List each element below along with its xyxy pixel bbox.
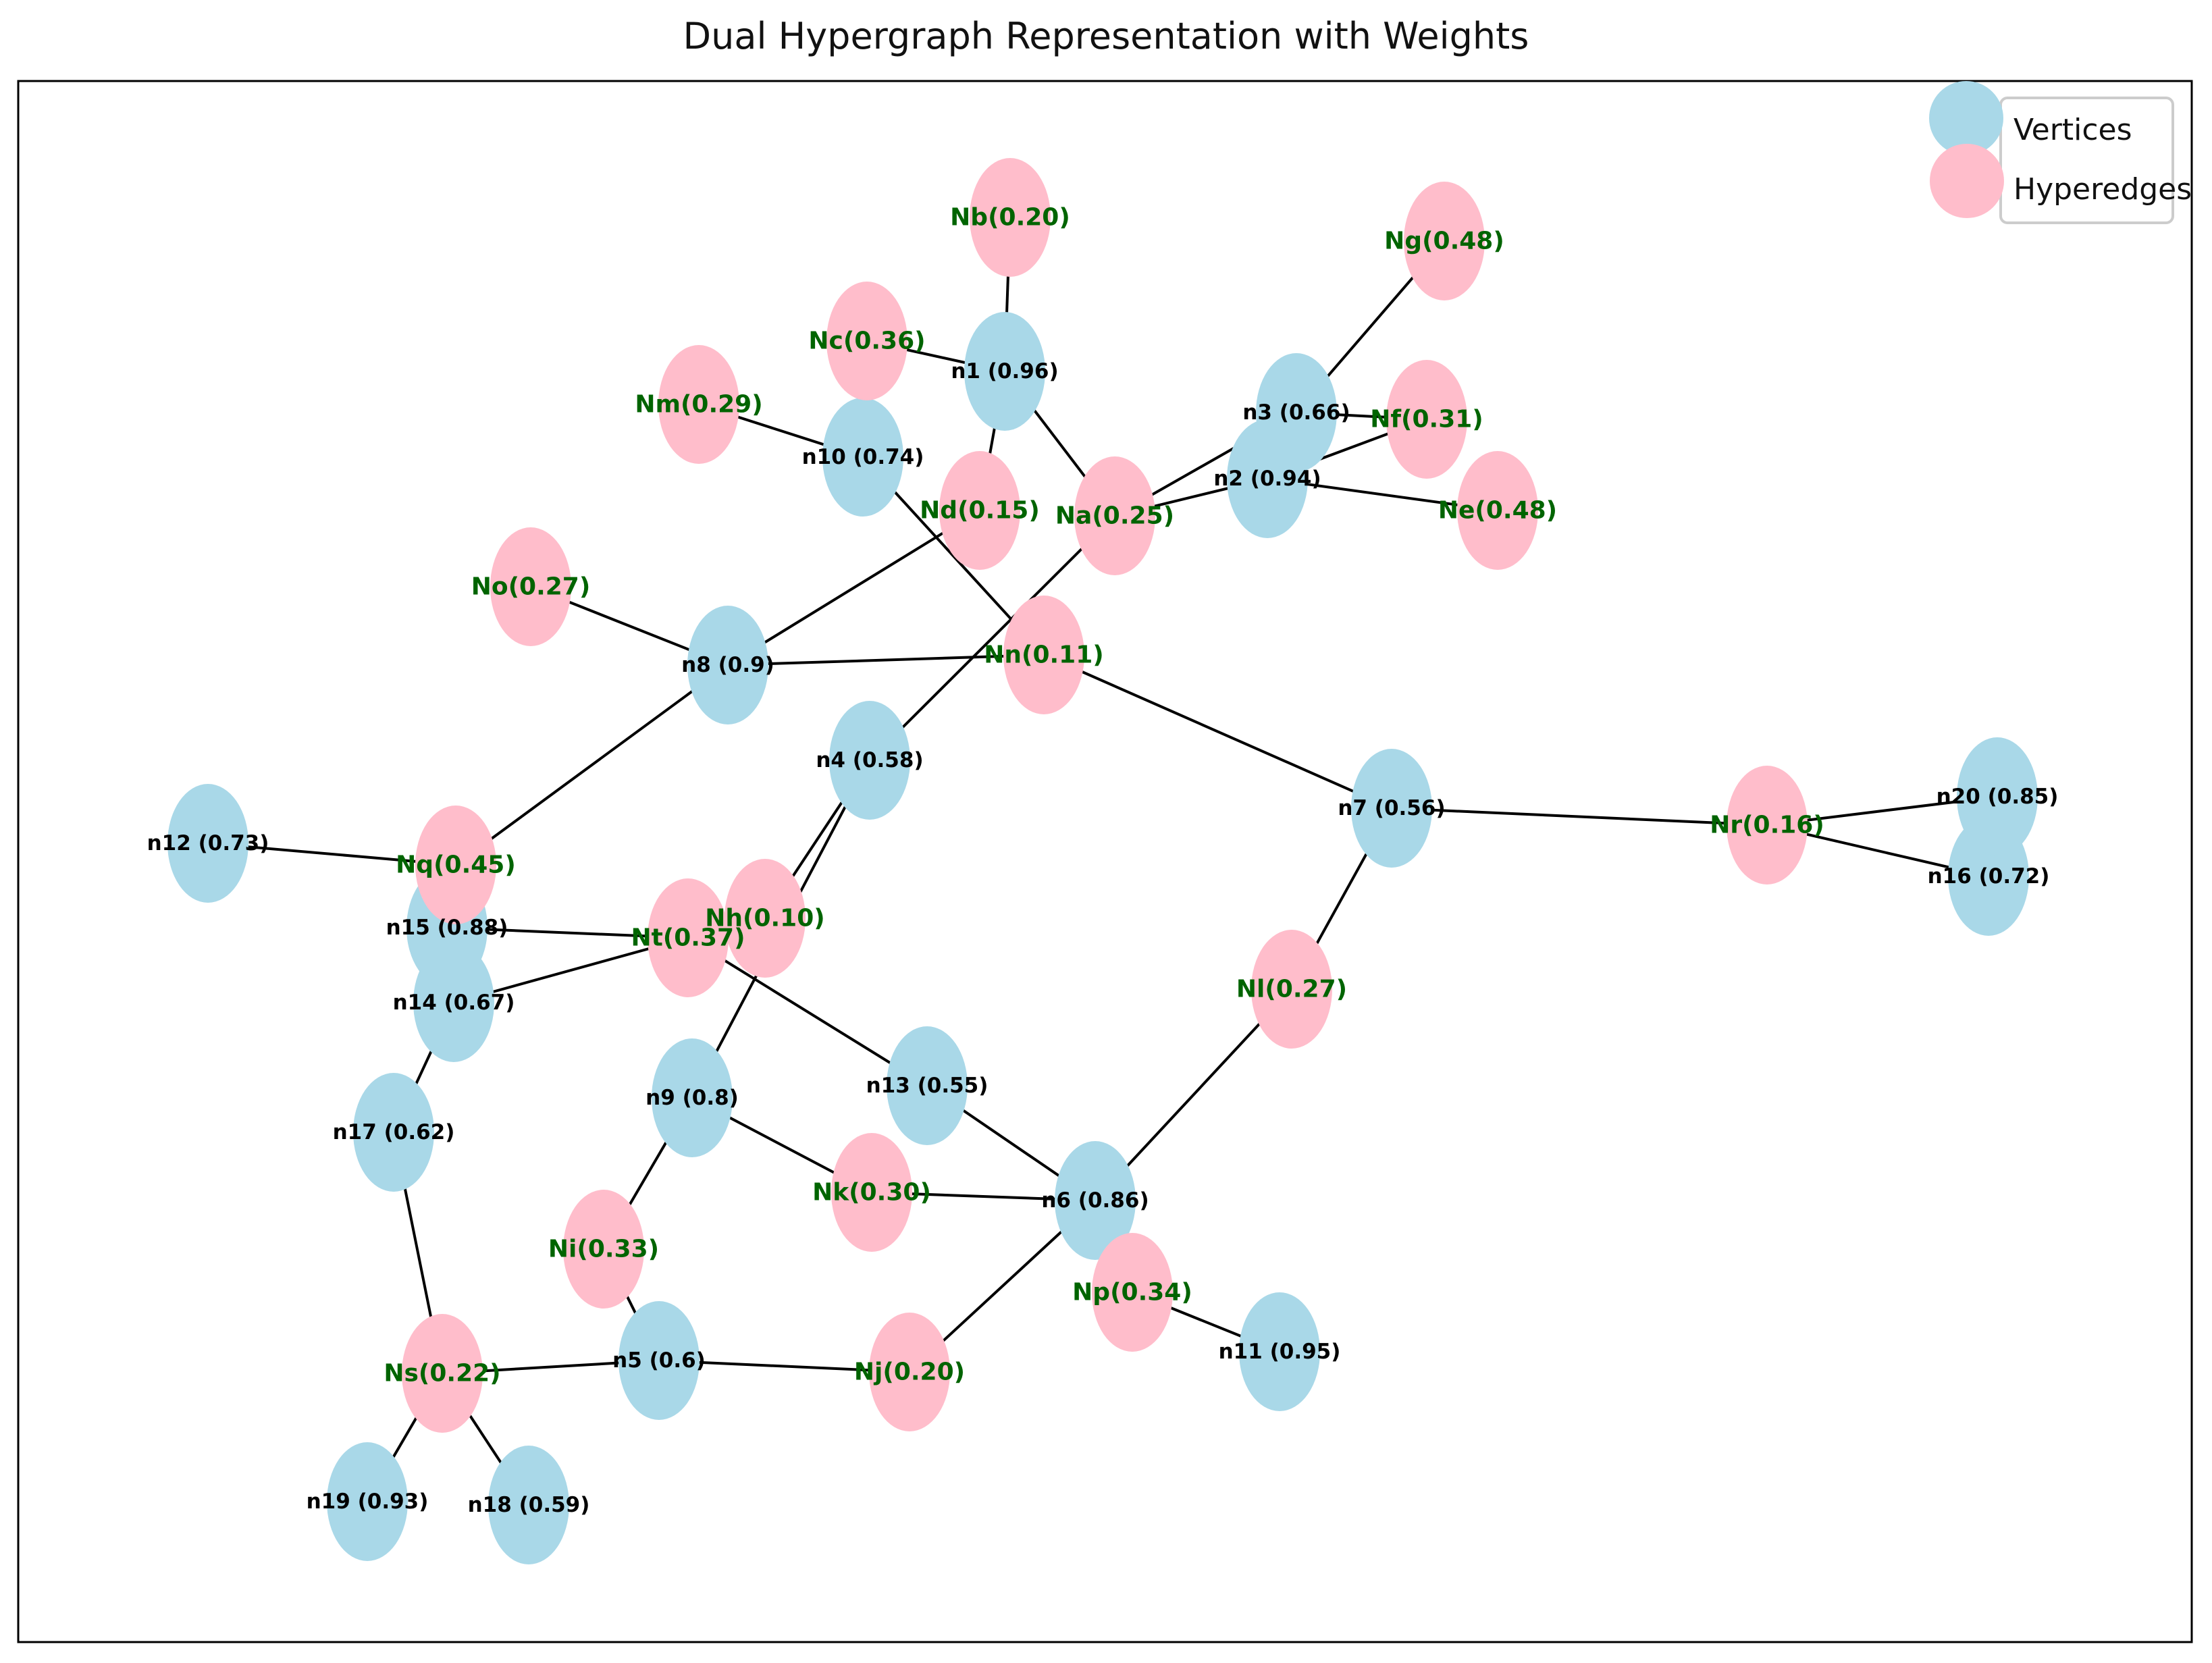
vertex-label-n19: n19 (0.93) xyxy=(307,1489,429,1514)
vertex-node-layer xyxy=(167,312,2038,1564)
hyperedge-label-Ne: Ne(0.48) xyxy=(1438,497,1557,525)
vertex-node-n11 xyxy=(1239,1292,1320,1411)
edge-line-n6-Nl xyxy=(1094,988,1293,1202)
hyperedge-label-Nn: Nn(0.11) xyxy=(984,641,1104,669)
hyperedge-label-Nk: Nk(0.30) xyxy=(812,1179,931,1207)
vertex-label-n14: n14 (0.67) xyxy=(393,991,515,1015)
vertex-label-n13: n13 (0.55) xyxy=(866,1074,989,1098)
vertex-node-n1 xyxy=(964,312,1045,431)
hyperedge-node-Nd xyxy=(939,451,1020,570)
hyperedge-label-Nh: Nh(0.10) xyxy=(705,905,825,932)
vertex-node-n12 xyxy=(167,784,248,903)
edge-line-n8-Nn xyxy=(727,654,1045,666)
legend-box xyxy=(1999,97,2174,224)
hyperedge-label-Nm: Nm(0.29) xyxy=(635,391,762,419)
hyperedge-node-Ni xyxy=(563,1190,644,1309)
vertex-label-n4: n4 (0.58) xyxy=(816,748,923,772)
vertex-node-n20 xyxy=(1957,737,2038,856)
hyperedge-node-Nq xyxy=(415,806,496,924)
hyperedge-label-Np: Np(0.34) xyxy=(1072,1279,1192,1306)
vertex-label-n12: n12 (0.73) xyxy=(147,831,269,855)
plot-title: Dual Hypergraph Representation with Weig… xyxy=(683,15,1529,57)
legend-hyperedges-marker xyxy=(1930,144,2004,218)
hyperedge-label-Ng: Ng(0.48) xyxy=(1384,228,1504,255)
vertex-label-n15: n15 (0.88) xyxy=(386,916,508,940)
vertex-label-layer: n1 (0.96) n2 (0.94) n3 (0.66) n4 (0.58) n5 (… xyxy=(147,359,2059,1517)
edge-line-n5-Nj xyxy=(658,1359,910,1373)
hyperedge-node-Na xyxy=(1074,456,1155,575)
edge-line-n7-Nn xyxy=(1043,654,1392,810)
vertex-node-n13 xyxy=(887,1026,968,1145)
hyperedge-node-Nk xyxy=(831,1133,912,1252)
vertex-node-n19 xyxy=(327,1442,408,1561)
vertex-node-n5 xyxy=(618,1301,700,1420)
vertex-label-n18: n18 (0.59) xyxy=(468,1493,590,1517)
vertex-label-n1: n1 (0.96) xyxy=(951,359,1058,384)
hyperedge-node-layer xyxy=(402,158,1808,1433)
hyperedge-node-No xyxy=(490,527,571,646)
vertex-node-n9 xyxy=(652,1038,733,1157)
vertex-node-n7 xyxy=(1351,749,1432,868)
vertex-node-n3 xyxy=(1256,353,1337,472)
vertex-node-n17 xyxy=(353,1073,434,1192)
vertex-label-n7: n7 (0.56) xyxy=(1338,796,1445,820)
vertex-node-n18 xyxy=(488,1446,569,1564)
hyperedge-label-Nb: Nb(0.20) xyxy=(950,204,1070,232)
vertex-label-n5: n5 (0.6) xyxy=(612,1348,706,1373)
vertex-label-n6: n6 (0.86) xyxy=(1041,1188,1149,1213)
vertex-node-n4 xyxy=(829,701,910,820)
hyperedge-node-Nc xyxy=(826,282,907,400)
edge-line-n8-Nq xyxy=(454,664,729,866)
edge-line-n12-Nq xyxy=(207,842,456,866)
vertex-node-n6 xyxy=(1055,1141,1136,1260)
edge-line-n8-Nd xyxy=(727,509,981,666)
vertex-label-n20: n20 (0.85) xyxy=(1937,785,2059,809)
vertex-label-n3: n3 (0.66) xyxy=(1242,400,1350,425)
hyperedge-node-Nm xyxy=(658,345,739,464)
vertex-label-n11: n11 (0.95) xyxy=(1219,1340,1341,1364)
hyperedge-label-Ni: Ni(0.33) xyxy=(548,1236,659,1263)
hyperedge-label-Nd: Nd(0.15) xyxy=(920,497,1040,525)
hyperedge-label-Nj: Nj(0.20) xyxy=(854,1358,965,1386)
hyperedge-node-Nf xyxy=(1386,360,1467,479)
hyperedge-label-Nf: Nf(0.31) xyxy=(1370,406,1483,433)
vertex-label-n2: n2 (0.94) xyxy=(1213,467,1321,491)
edge-line-n13-Nt xyxy=(687,936,928,1087)
hyperedge-node-Nn xyxy=(1003,596,1084,714)
hyperedge-node-Nr xyxy=(1727,766,1808,885)
hyperedge-node-Nt xyxy=(648,878,729,997)
hyperedge-label-No: No(0.27) xyxy=(471,573,591,601)
hyperedge-label-Nq: Nq(0.45) xyxy=(396,851,516,879)
legend-vertices-label: Vertices xyxy=(2013,113,2132,147)
legend: Vertices Hyperedges xyxy=(1929,81,2192,224)
hyperedge-label-Nl: Nl(0.27) xyxy=(1236,976,1347,1003)
hyperedge-label-Ns: Ns(0.22) xyxy=(384,1360,500,1388)
hyperedge-label-layer: Na(0.25) Nb(0.20) Nc(0.36) Nd(0.15) Ne(0.48)… xyxy=(384,204,1824,1388)
hyperedge-label-Nt: Nt(0.37) xyxy=(631,924,745,952)
hyperedge-node-Ng xyxy=(1404,182,1485,300)
plot-border xyxy=(17,80,2193,1643)
edge-line-n4-Na xyxy=(868,514,1116,762)
hyperedge-node-Nh xyxy=(725,859,806,978)
vertex-node-n10 xyxy=(822,398,903,517)
edge-line-n7-Nr xyxy=(1391,807,1768,826)
hyperedge-node-Ns xyxy=(402,1314,483,1433)
hyperedge-node-Np xyxy=(1092,1233,1173,1352)
hyperedge-label-Na: Na(0.25) xyxy=(1055,502,1174,530)
vertex-label-n10: n10 (0.74) xyxy=(802,445,924,469)
hyperedge-node-Nj xyxy=(869,1313,950,1431)
vertex-label-n16: n16 (0.72) xyxy=(1928,864,2050,889)
vertex-node-n8 xyxy=(687,606,768,724)
hyperedge-label-Nr: Nr(0.16) xyxy=(1710,812,1824,839)
hyperedge-node-Nl xyxy=(1251,930,1332,1049)
legend-hyperedges-label: Hyperedges xyxy=(2013,172,2192,207)
vertex-label-n8: n8 (0.9) xyxy=(681,653,774,677)
hyperedge-label-Nc: Nc(0.36) xyxy=(808,327,925,355)
vertex-label-n17: n17 (0.62) xyxy=(333,1120,455,1144)
legend-vertices-marker xyxy=(1929,81,2003,155)
hyperedge-node-Ne xyxy=(1457,451,1538,570)
hyperedge-node-Nb xyxy=(970,158,1051,277)
vertex-label-n9: n9 (0.8) xyxy=(646,1086,739,1110)
